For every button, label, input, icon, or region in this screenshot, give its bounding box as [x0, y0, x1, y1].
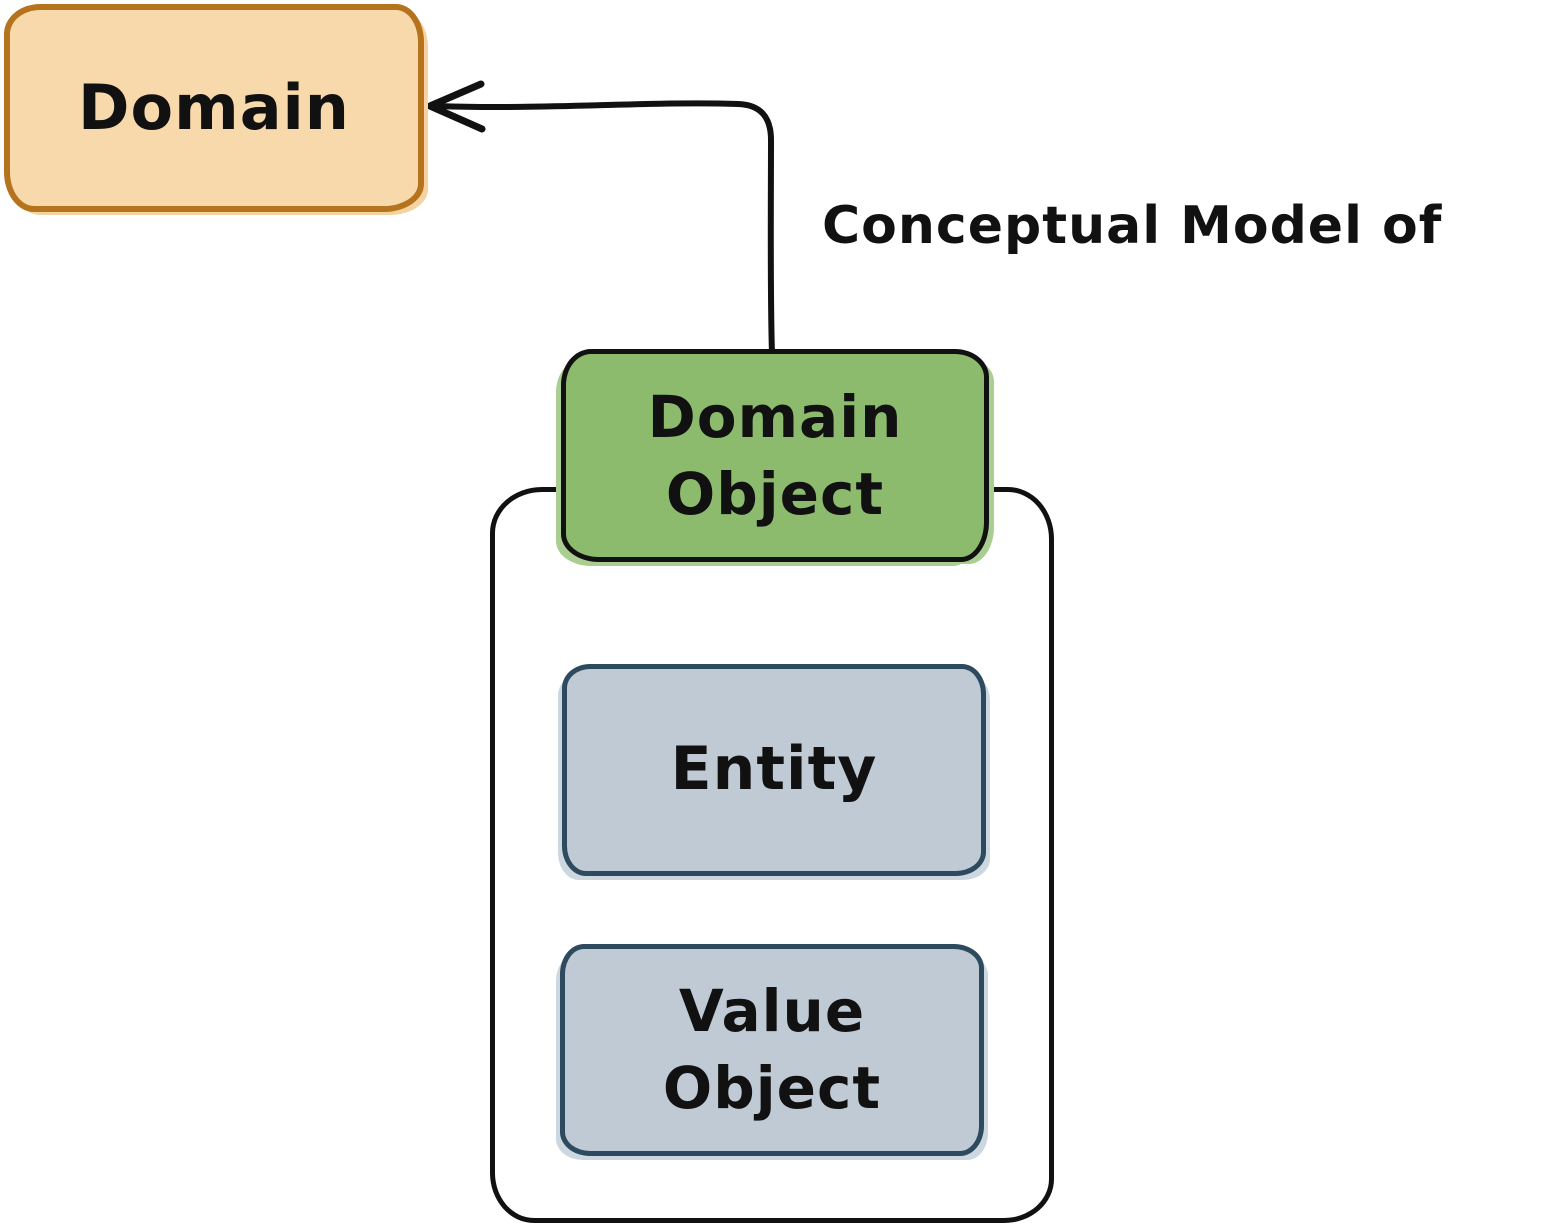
- node-entity-label: Entity: [670, 734, 878, 805]
- node-value-object: Value Object: [560, 944, 984, 1156]
- node-entity: Entity: [562, 664, 986, 876]
- node-domain-object: Domain Object: [561, 349, 989, 562]
- node-domain-label: Domain: [78, 71, 350, 145]
- arrowhead-icon: [426, 80, 486, 133]
- node-domain-object-label: Domain Object: [647, 382, 903, 528]
- connector-line: [435, 100, 775, 357]
- node-value-object-label: Value Object: [662, 977, 882, 1122]
- node-domain: Domain: [4, 4, 424, 212]
- edge-label: Conceptual Model of: [822, 196, 1443, 256]
